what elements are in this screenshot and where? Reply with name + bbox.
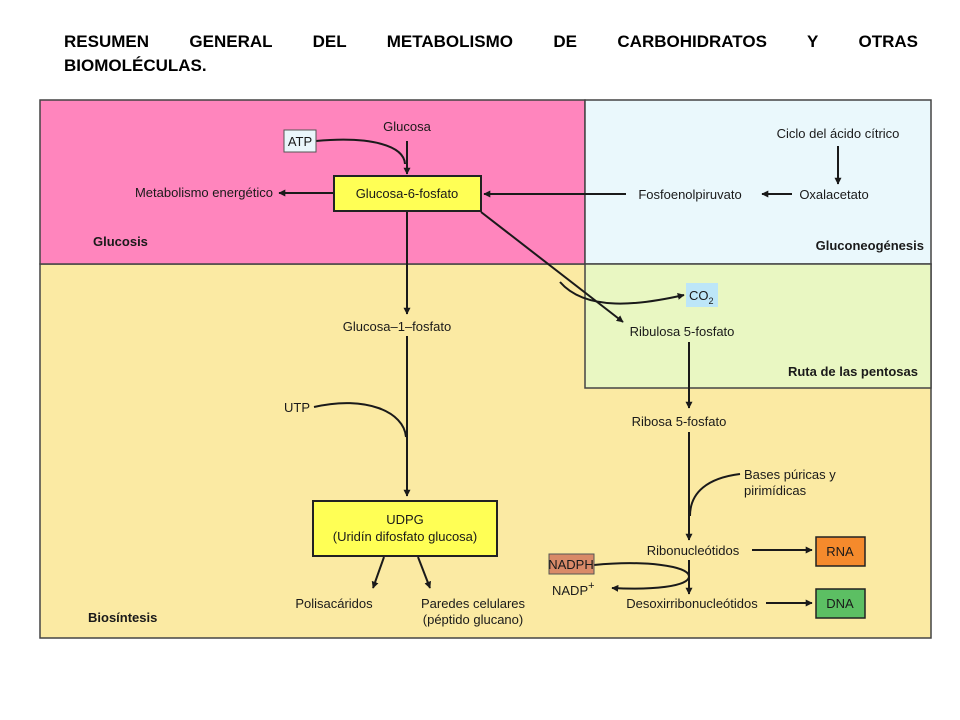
arrow-utp-curve (313, 402, 407, 438)
label-fosfoenolpiruvato: Fosfoenolpiruvato (638, 187, 741, 202)
label-atp: ATP (288, 134, 312, 149)
arrow-g6p-to-ribulosa (480, 211, 624, 323)
arrows (278, 138, 842, 607)
title-line-2: BIOMOLÉCULAS. (64, 56, 207, 75)
label-nadph: NADPH (548, 557, 594, 572)
label-udpg-full: (Uridín difosfato glucosa) (333, 529, 478, 544)
arrow-bases-curve (689, 473, 741, 517)
label-ciclo-acido-citrico: Ciclo del ácido cítrico (777, 126, 900, 141)
nadph-box (548, 553, 595, 575)
label-rna: RNA (826, 544, 854, 559)
label-ribulosa-5-fosfato: Ribulosa 5-fosfato (630, 324, 735, 339)
arrow-udpg-to-paredes (417, 556, 431, 589)
label-paredes-line-2: (péptido glucano) (423, 612, 523, 627)
label-utp: UTP (284, 400, 310, 415)
arrow-nadph-curve (593, 562, 690, 592)
udpg-box (312, 500, 498, 557)
label-bases-line-2: pirimídicas (744, 483, 807, 498)
co2-box (686, 283, 718, 307)
label-ribosa-5-fosfato: Ribosa 5-fosfato (632, 414, 727, 429)
glucosa-6-fosfato-box (333, 175, 482, 212)
region-label-biosintesis: Biosíntesis (88, 610, 157, 625)
region-pentosas (584, 263, 932, 389)
region-label-pentosas: Ruta de las pentosas (788, 364, 918, 379)
label-desoxirribonucleotidos: Desoxirribonucleótidos (626, 596, 758, 611)
page-title: RESUMEN GENERAL DEL METABOLISMO DE CARBO… (64, 30, 918, 78)
rna-box (815, 536, 866, 567)
label-bases-line-1: Bases púricas y (744, 467, 836, 482)
label-glucosa-1-fosfato: Glucosa–1–fosfato (343, 319, 451, 334)
arrow-atp-curve (315, 138, 406, 165)
region-gluconeogenesis (584, 99, 932, 265)
label-glucosa-6-fosfato: Glucosa-6-fosfato (356, 186, 459, 201)
arrow-udpg-to-polisac (371, 556, 385, 589)
title-line-1: RESUMEN GENERAL DEL METABOLISMO DE CARBO… (64, 32, 918, 51)
label-ribonucleotidos: Ribonucleótidos (647, 543, 740, 558)
label-oxalacetato: Oxalacetato (799, 187, 868, 202)
region-label-gluconeogenesis: Gluconeogénesis (816, 238, 924, 253)
label-metabolismo-energetico: Metabolismo energético (135, 185, 273, 200)
atp-box (283, 129, 317, 153)
label-paredes-line-1: Paredes celulares (421, 596, 526, 611)
label-nadp: NADP+ (552, 580, 595, 598)
label-co2: CO2 (689, 288, 714, 306)
label-polisacaridos: Polisacáridos (295, 596, 373, 611)
label-glucosa: Glucosa (383, 119, 431, 134)
dna-box (815, 588, 866, 619)
label-dna: DNA (826, 596, 854, 611)
region-label-glucosis: Glucosis (93, 234, 148, 249)
arrow-to-co2 (559, 281, 685, 305)
label-udpg: UDPG (386, 512, 424, 527)
